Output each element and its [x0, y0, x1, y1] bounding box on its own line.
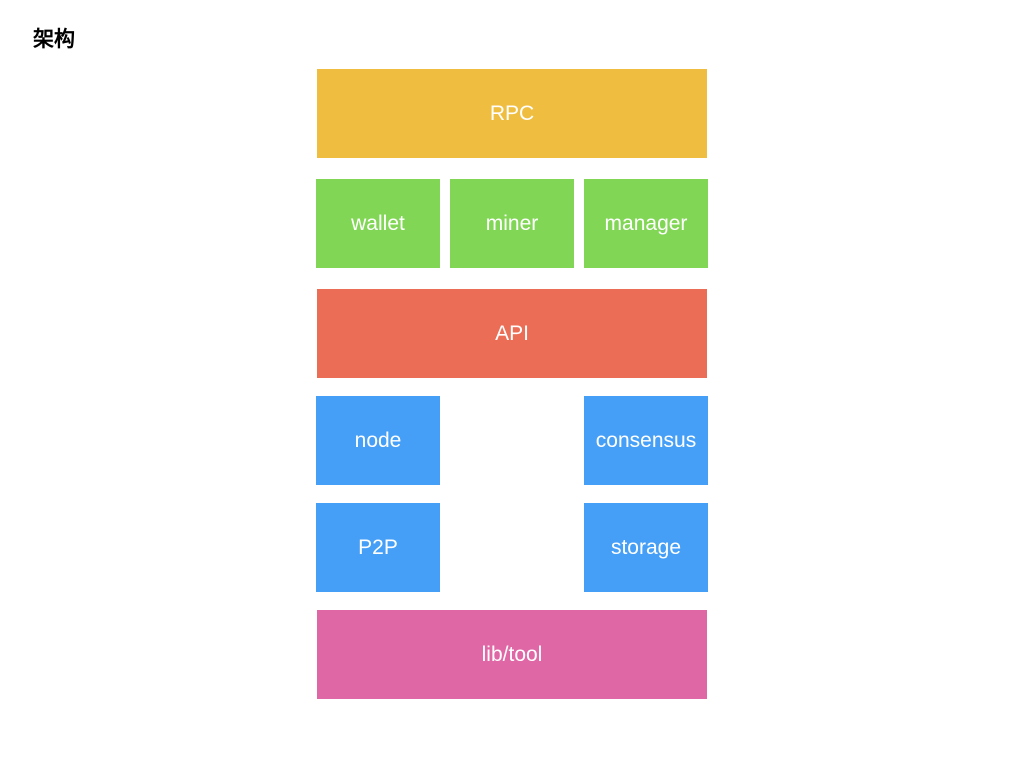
api-layer-block: API: [317, 289, 707, 378]
node-module-block: node: [316, 396, 440, 485]
wallet-module-block: wallet: [316, 179, 440, 268]
rpc-layer-block: RPC: [317, 69, 707, 158]
consensus-module-block: consensus: [584, 396, 708, 485]
storage-module-block: storage: [584, 503, 708, 592]
lib-tool-layer-block: lib/tool: [317, 610, 707, 699]
miner-module-block: miner: [450, 179, 574, 268]
page-title: 架构: [33, 27, 75, 51]
manager-module-block: manager: [584, 179, 708, 268]
p2p-module-block: P2P: [316, 503, 440, 592]
